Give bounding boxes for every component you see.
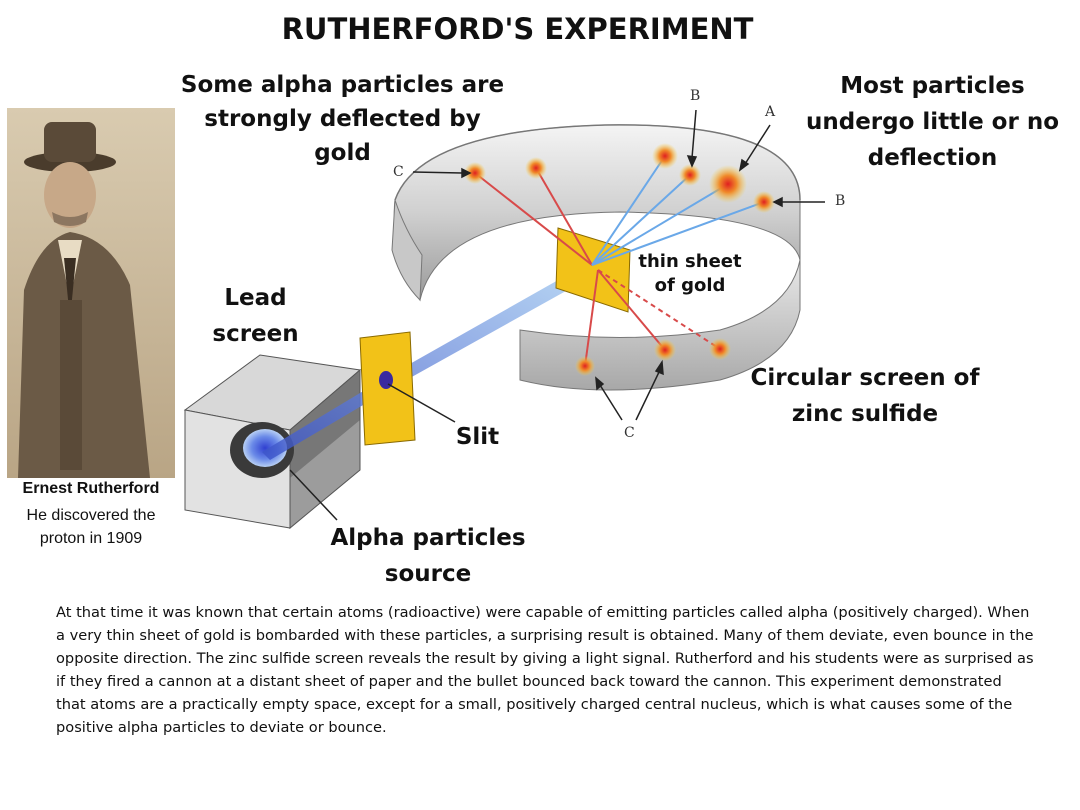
explanation-paragraph: At that time it was known that certain a… [56, 601, 1036, 739]
label-lead-screen: Lead screen [208, 280, 303, 352]
portrait-name: Ernest Rutherford [8, 480, 174, 498]
slit-plate [360, 332, 415, 445]
portrait-description: He discovered the proton in 1909 [8, 504, 174, 550]
rutherford-portrait [7, 108, 175, 478]
label-source: Alpha particles source [328, 520, 528, 592]
label-circular-screen: Circular screen of zinc sulfide [750, 360, 980, 432]
label-gold-sheet: thin sheet of gold [635, 250, 745, 298]
label-strongly-deflected: Some alpha particles are strongly deflec… [180, 68, 505, 170]
label-little-deflection: Most particles undergo little or no defl… [785, 68, 1080, 176]
label-slit: Slit [450, 420, 505, 454]
letter-c-left: C [393, 164, 404, 180]
letter-a: A [765, 104, 775, 120]
letter-b-top: B [690, 88, 700, 104]
letter-b-right: B [835, 193, 845, 209]
letter-c-bottom: C [624, 425, 635, 441]
lead-screen-box [185, 355, 360, 528]
